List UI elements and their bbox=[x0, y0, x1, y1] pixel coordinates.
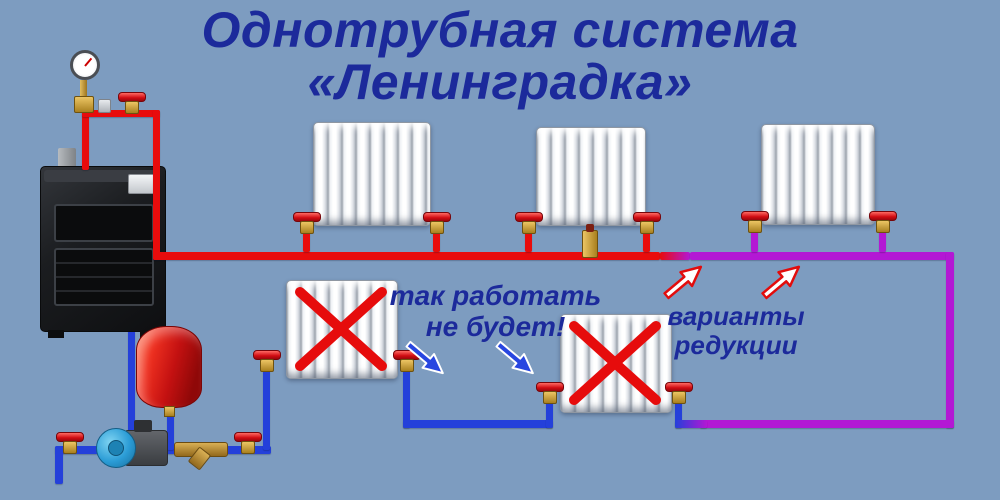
valve-body bbox=[672, 391, 686, 404]
bypass-valve-cap bbox=[586, 224, 594, 232]
radiator-return-riser bbox=[263, 362, 270, 450]
valve-icon bbox=[536, 382, 564, 404]
supply-pipe-boiler-riser bbox=[82, 110, 89, 170]
mixed-pipe-main bbox=[690, 252, 954, 260]
valve-icon bbox=[869, 211, 897, 233]
valve-icon bbox=[423, 212, 451, 234]
mixed-pipe-bottom-run bbox=[700, 420, 954, 428]
valve-icon bbox=[633, 212, 661, 234]
boiler-return-pipe bbox=[128, 330, 135, 450]
valve-body bbox=[260, 359, 274, 372]
valve-body bbox=[748, 220, 762, 233]
valve-body bbox=[400, 359, 414, 372]
reduction-note: варианты редукции bbox=[660, 302, 812, 360]
wrong-note-line2: не будет! bbox=[425, 311, 566, 342]
boiler-upper-door-icon bbox=[54, 204, 154, 242]
mixed-pipe-right-drop bbox=[946, 252, 954, 428]
valve-body bbox=[300, 221, 314, 234]
x-mark-icon bbox=[569, 321, 661, 405]
filter-strainer-icon bbox=[174, 436, 230, 471]
diagram-title: Однотрубная система «Ленинградка» bbox=[0, 4, 1000, 108]
valve-icon bbox=[741, 211, 769, 233]
boiler-flue-icon bbox=[58, 148, 76, 170]
valve-body bbox=[640, 221, 654, 234]
expansion-tank-icon bbox=[136, 326, 202, 417]
supply-riser bbox=[525, 224, 532, 252]
pressure-gauge-icon bbox=[70, 50, 100, 80]
valve-icon bbox=[393, 350, 421, 372]
arrow-down-icon bbox=[405, 340, 444, 375]
pump-volute bbox=[96, 428, 136, 468]
valve-icon bbox=[515, 212, 543, 234]
valve-icon bbox=[118, 92, 146, 114]
circulation-pump-icon bbox=[96, 420, 168, 470]
valve-body bbox=[543, 391, 557, 404]
valve-icon bbox=[234, 432, 262, 454]
valve-icon bbox=[56, 432, 84, 454]
title-line2: «Ленинградка» bbox=[307, 54, 693, 110]
valve-icon bbox=[293, 212, 321, 234]
supply-to-mixed-transition-pipe bbox=[660, 252, 690, 260]
return-to-mixed-transition-pipe bbox=[675, 420, 707, 428]
radiator-icon bbox=[313, 122, 431, 226]
reduction-note-line1: варианты bbox=[667, 301, 805, 331]
valve-body bbox=[125, 101, 139, 114]
radiator-return-riser bbox=[403, 362, 410, 428]
tank-nipple bbox=[164, 406, 175, 417]
valve-body bbox=[241, 441, 255, 454]
radiator-return-riser bbox=[675, 394, 682, 428]
title-line1: Однотрубная система bbox=[201, 2, 799, 58]
boiler-lower-door-icon bbox=[54, 248, 154, 306]
supply-riser bbox=[879, 223, 886, 252]
arrow-down-icon bbox=[495, 340, 534, 375]
pump-hub bbox=[108, 440, 124, 456]
supply-riser bbox=[643, 224, 650, 252]
radiator-return-riser bbox=[546, 394, 553, 428]
supply-riser bbox=[751, 223, 758, 252]
bypass-valve-icon bbox=[582, 224, 598, 258]
reduction-note-line2: редукции bbox=[674, 330, 798, 360]
valve-icon bbox=[253, 350, 281, 372]
valve-icon bbox=[665, 382, 693, 404]
tank-connection-pipe bbox=[167, 406, 174, 450]
return-pipe-left-elbow bbox=[55, 446, 63, 484]
radiator-icon bbox=[761, 124, 875, 225]
supply-pipe-drop bbox=[153, 110, 160, 260]
tank-body bbox=[136, 326, 202, 408]
boiler-control-panel-icon bbox=[128, 174, 156, 194]
supply-riser bbox=[303, 224, 310, 252]
pump-terminal-box bbox=[134, 420, 152, 432]
valve-body bbox=[876, 220, 890, 233]
valve-body bbox=[522, 221, 536, 234]
boiler-icon bbox=[40, 148, 166, 338]
supply-pipe-top-run bbox=[82, 110, 160, 117]
valve-body bbox=[430, 221, 444, 234]
valve-body bbox=[63, 441, 77, 454]
brass-fitting-icon bbox=[74, 96, 94, 113]
boiler-leg bbox=[48, 330, 64, 338]
wrong-note-line1: так работать bbox=[389, 280, 602, 311]
x-mark-icon bbox=[295, 287, 387, 371]
supply-pipe-main bbox=[153, 252, 660, 260]
radiator-icon bbox=[536, 127, 646, 226]
arrow-up-icon bbox=[761, 265, 801, 300]
arrow-up-icon bbox=[663, 265, 703, 300]
supply-riser bbox=[433, 224, 440, 252]
air-vent-icon bbox=[98, 99, 111, 113]
wrong-connection-note: так работать не будет! bbox=[388, 280, 603, 342]
return-header bbox=[403, 420, 553, 428]
